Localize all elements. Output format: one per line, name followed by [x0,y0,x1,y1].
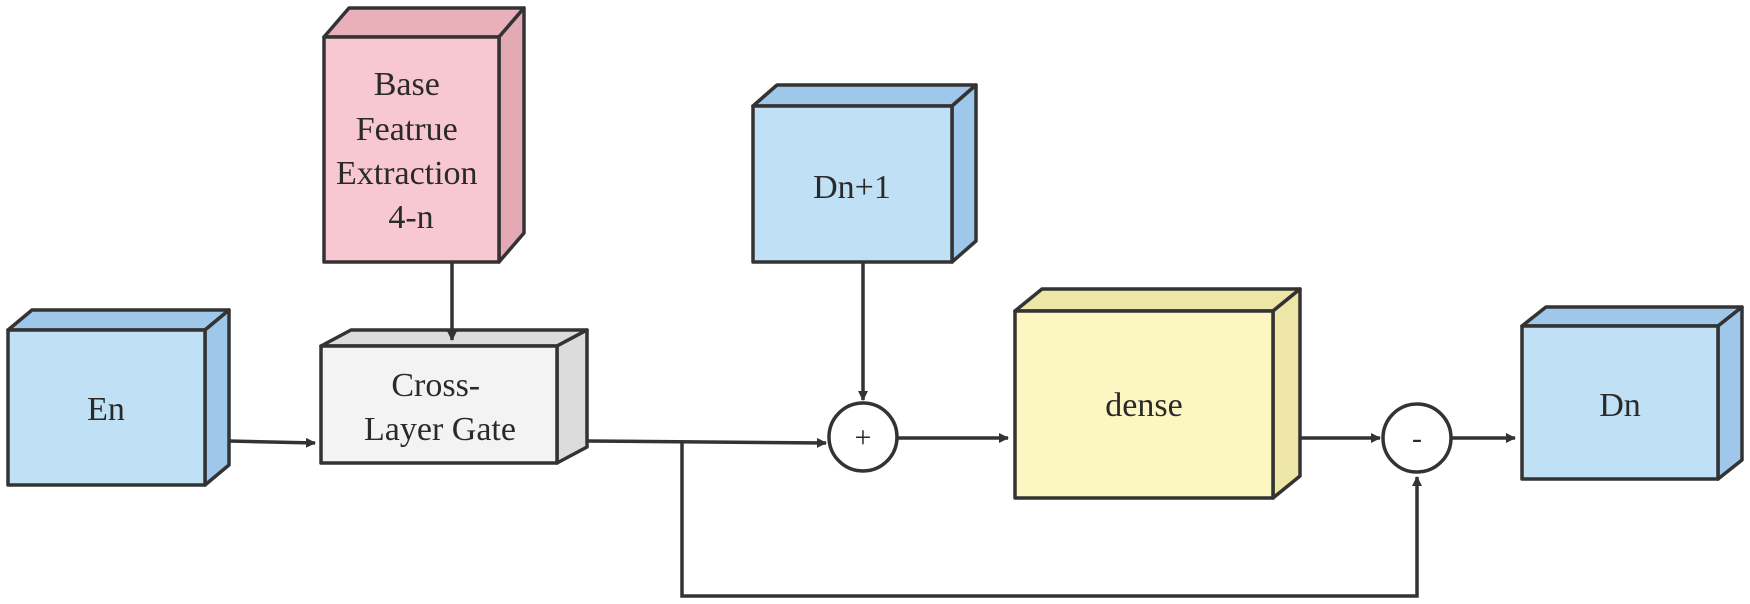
en-top [6,308,231,332]
dense-block: dense [1013,287,1302,500]
cross-layer-gate-front [319,344,559,465]
dn-front [1520,324,1720,481]
en-block: En [6,308,231,487]
plus-operator-symbol: + [855,421,872,454]
base-feature-extraction-side [497,6,526,264]
plus-operator: + [827,401,899,473]
dn-label: Dn [1599,387,1641,424]
dn-plus-1-side [950,83,978,264]
en-side [203,308,231,487]
dn-block: Dn [1520,305,1744,481]
edge-skip-gate-to-minus [680,443,1422,598]
base-feature-extraction-block: Base Featrue Extraction 4-n [322,6,526,264]
cross-layer-gate-side [555,328,589,465]
base-line-3: Extraction [336,155,478,192]
base-line-2: Featrue [356,111,458,148]
minus-operator: - [1381,402,1453,474]
base-line-4: 4-n [388,199,433,236]
dn-plus-1-top [751,83,978,108]
en-front [6,328,207,487]
dense-top [1013,287,1302,313]
gate-line-2: Layer Gate [364,411,516,448]
dense-side [1271,287,1302,500]
dn-plus-1-front [751,104,954,264]
cross-layer-gate-block: Cross- Layer Gate [319,328,589,465]
dense-front [1013,309,1275,500]
base-line-1: Base [374,66,440,103]
gate-line-1: Cross- [391,367,480,404]
minus-operator-symbol: - [1412,422,1422,455]
edge-en-to-gate [228,437,316,448]
dn-plus-1-label: Dn+1 [813,169,891,206]
base-feature-extraction-top [322,6,526,39]
base-feature-extraction-label: Base Featrue Extraction 4-n [336,66,486,236]
dense-label: dense [1105,387,1182,424]
dn-plus-1-block: Dn+1 [751,83,978,264]
base-feature-extraction-front [322,35,501,264]
cross-layer-gate-top [319,328,589,348]
en-label: En [87,391,125,428]
edge-gate-to-plus [586,437,827,448]
dn-top [1520,305,1744,328]
dn-side [1716,305,1744,481]
cross-layer-gate-label: Cross- Layer Gate [364,367,516,448]
